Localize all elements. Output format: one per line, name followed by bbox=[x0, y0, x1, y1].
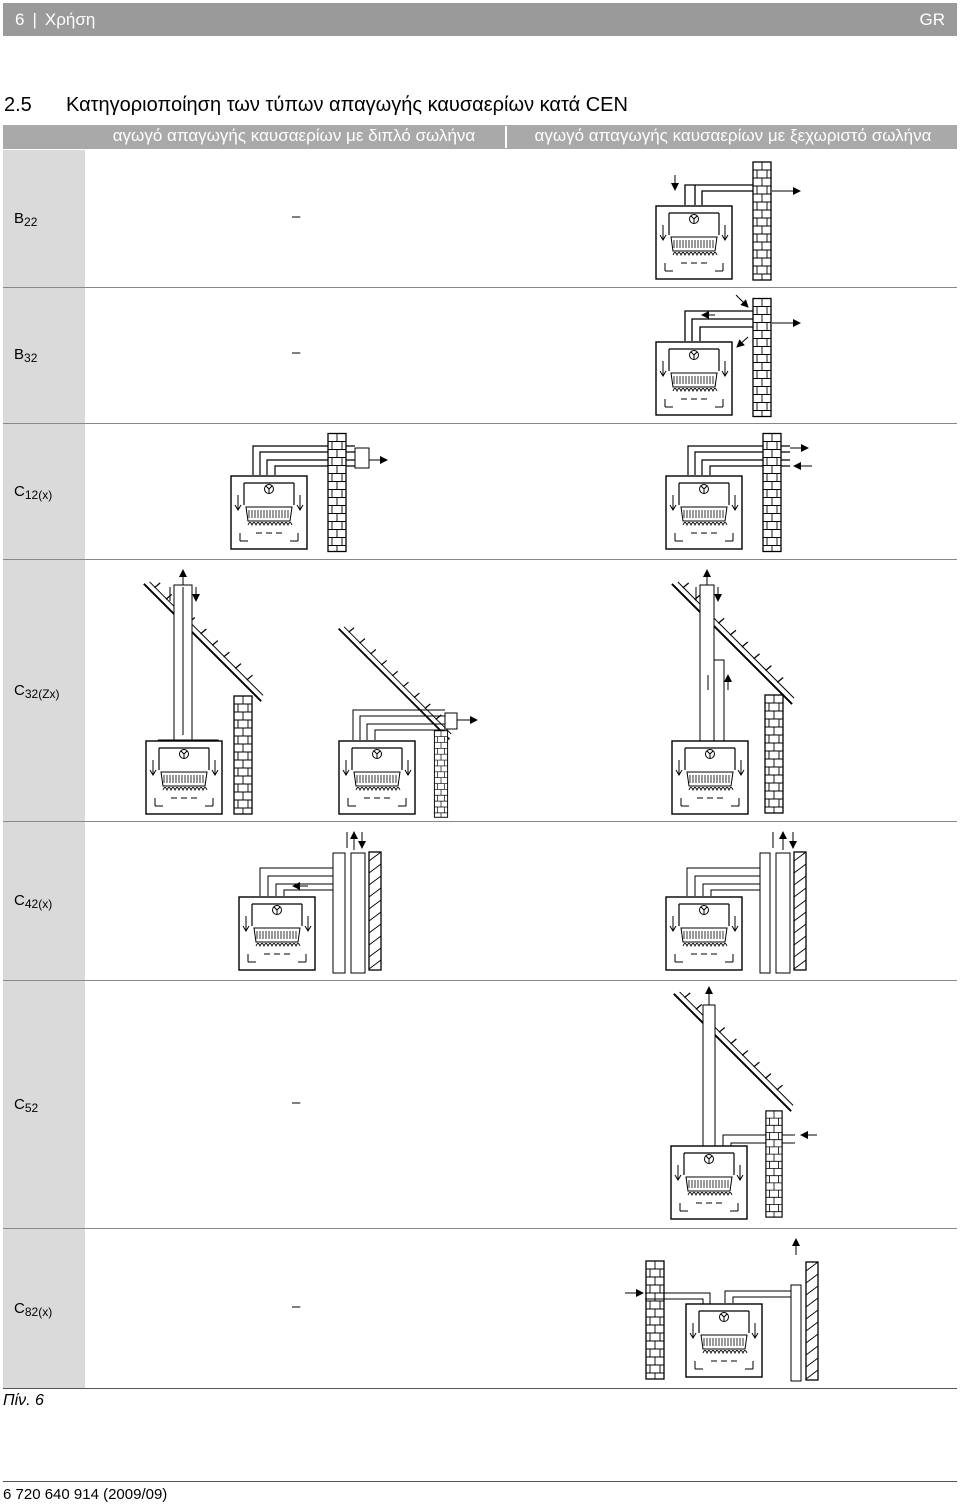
diagram-c42x-separate bbox=[665, 831, 807, 974]
diagram-c52-separate bbox=[670, 986, 817, 1220]
diagram-c42x-double bbox=[238, 831, 382, 974]
row-divider bbox=[3, 423, 957, 424]
row-label-c32zx: C32(Zx) bbox=[14, 682, 60, 701]
diagram-c12x-separate bbox=[665, 432, 812, 553]
table-bottom-border bbox=[3, 1388, 957, 1389]
column-header-double-pipe: αγωγό απαγωγής καυσαερίων με διπλό σωλήν… bbox=[112, 126, 476, 145]
section-number: 2.5 bbox=[4, 94, 32, 116]
row-divider bbox=[3, 287, 957, 288]
row-label-column bbox=[3, 150, 85, 1388]
diagram-c12x-double bbox=[230, 432, 388, 553]
not-applicable-b22: – bbox=[292, 208, 301, 225]
table-header: αγωγό απαγωγής καυσαερίων με διπλό σωλήν… bbox=[3, 125, 957, 149]
not-applicable-b32: – bbox=[292, 344, 301, 361]
not-applicable-c52: – bbox=[292, 1094, 301, 1111]
row-label-c52: C52 bbox=[14, 1096, 39, 1115]
section-title: 2.5 Κατηγοριοποίηση των τύπων απαγωγής κα… bbox=[4, 94, 628, 117]
row-label-c82x: C82(x) bbox=[14, 1300, 53, 1319]
language-code: GR bbox=[919, 10, 946, 29]
row-label-b32: B32 bbox=[14, 346, 38, 365]
page-number: 6 bbox=[15, 10, 25, 29]
row-divider bbox=[3, 559, 957, 560]
row-label-b22: B22 bbox=[14, 210, 38, 229]
row-divider bbox=[3, 1228, 957, 1229]
not-applicable-c82x: – bbox=[292, 1298, 301, 1315]
column-header-separate-pipe: αγωγό απαγωγής καυσαερίων με ξεχωριστό σ… bbox=[505, 126, 959, 148]
diagram-b22-separate bbox=[655, 161, 801, 281]
row-divider bbox=[3, 821, 957, 822]
page-header: 6|Χρήση GR bbox=[3, 3, 957, 36]
row-label-c42x: C42(x) bbox=[14, 892, 53, 911]
row-divider bbox=[3, 980, 957, 981]
diagram-c82x-separate bbox=[625, 1238, 819, 1382]
diagram-b32-separate bbox=[655, 294, 801, 418]
diagram-c32zx-double-side bbox=[337, 625, 478, 818]
table-caption: Πίν. 6 bbox=[3, 1392, 44, 1409]
row-label-c12x: C12(x) bbox=[14, 483, 53, 502]
diagram-c32zx-separate bbox=[670, 569, 796, 815]
footer-divider bbox=[3, 1481, 957, 1482]
header-left: 6|Χρήση bbox=[15, 10, 96, 29]
document-number: 6 720 640 914 (2009/09) bbox=[3, 1486, 168, 1503]
section-name: Χρήση bbox=[44, 10, 96, 29]
diagram-c32zx-double-roof bbox=[142, 569, 265, 815]
section-title-text: Κατηγοριοποίηση των τύπων απαγωγής καυσα… bbox=[66, 94, 628, 116]
